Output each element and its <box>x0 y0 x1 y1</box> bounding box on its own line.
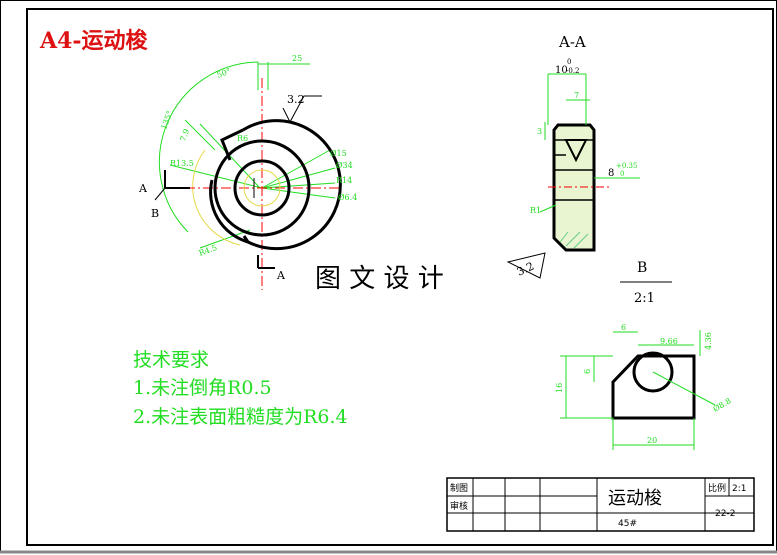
tech-item-2: 2.未注表面粗糙度为R6.4 <box>133 406 348 428</box>
dim-9-66: 9.66 <box>660 337 678 346</box>
dim-7: 7 <box>574 91 579 100</box>
roughness-value: 3.2 <box>287 93 305 106</box>
watermark-text: 图 文 设 计 <box>315 264 444 294</box>
leader-phi-8-8 <box>652 371 716 406</box>
sheet-label: A4-运动梭 <box>39 28 149 54</box>
outer-contour <box>242 119 342 251</box>
tb-drawing-no: 22-2 <box>715 509 735 519</box>
section-body <box>552 123 596 252</box>
section-label-a2: A <box>276 269 286 282</box>
dim-10-tol-low: -0.2 <box>566 67 580 75</box>
roughness-symbol-section <box>506 252 546 279</box>
roughness-value-section: 3.2 <box>515 260 536 279</box>
detail-label: B <box>637 260 647 276</box>
hatch-lines <box>559 231 589 249</box>
leader-line <box>261 149 331 189</box>
dim-16: 16 <box>555 383 564 393</box>
tech-heading: 技术要求 <box>133 349 209 371</box>
leader-line <box>199 229 251 249</box>
leader-line <box>261 182 336 189</box>
detail-outline <box>611 354 696 420</box>
thread-circle <box>243 169 281 207</box>
dim-20: 20 <box>647 436 657 445</box>
inner-bore-circle <box>213 139 311 237</box>
roughness-symbol <box>282 95 322 124</box>
dim-angle-50: 50° <box>216 67 232 80</box>
dim-angle-135: 135° <box>159 109 174 130</box>
section-label-b: B <box>151 207 159 220</box>
dim-8-tol: +0.35 <box>616 162 637 170</box>
section-label-a: A <box>138 182 148 195</box>
construction-arc <box>192 149 241 246</box>
dim-8: 8 <box>608 168 614 179</box>
tb-scale-value: 2:1 <box>732 484 746 494</box>
dim-4-36: 4.36 <box>704 332 713 350</box>
leader-line <box>261 167 336 189</box>
detail-hole <box>632 351 674 393</box>
tb-label-scale: 比例 <box>708 482 726 494</box>
dim-r1: R1 <box>530 206 541 215</box>
tb-part-name: 运动梭 <box>608 488 662 509</box>
dim-6v: 6 <box>583 369 592 374</box>
tech-item-1: 1.未注倒角R0.5 <box>133 377 272 399</box>
tb-material: 45# <box>618 519 637 529</box>
dim-25: 25 <box>292 54 302 63</box>
dim-8-tol2: 0 <box>620 170 624 178</box>
tb-label-drawn: 制图 <box>450 482 468 494</box>
dim-phi15: Ø15 <box>330 149 347 158</box>
detail-scale: 2:1 <box>634 291 655 306</box>
dim-7-9: 7.9 <box>178 128 191 143</box>
hook-contour <box>220 128 244 161</box>
dim-phi-8-8: Ø8.8 <box>712 396 733 413</box>
technical-requirements: 技术要求 1.未注倒角R0.5 2.未注表面粗糙度为R6.4 <box>133 349 348 428</box>
dim-10: 10 <box>555 65 568 76</box>
angle-dimension-arc <box>158 61 259 233</box>
title-block: 制图 审核 运动梭 45# 比例 2:1 22-2 <box>446 477 755 532</box>
section-view-title: A-A <box>558 33 586 51</box>
leader-r1 <box>539 204 557 213</box>
drawing-frame <box>26 8 774 546</box>
inner-hook-contour <box>209 179 249 244</box>
section-arrow-b <box>154 187 166 201</box>
tb-label-checked: 审核 <box>450 500 468 512</box>
dim-phi34: Ø34 <box>336 161 353 170</box>
dim-3: 3 <box>537 127 542 136</box>
section-view-a-a: A-A 10 0 -0.2 7 3 8 +0.35 0 R1 3.2 <box>506 33 640 279</box>
dim-10-tol-up: 0 <box>567 58 571 66</box>
center-hole-circle <box>233 159 291 217</box>
dim-phi6: Ø6.4 <box>338 193 357 202</box>
dim-6: 6 <box>621 323 626 332</box>
leader-line <box>184 119 216 151</box>
front-view: 50° 25 3.2 135° 7.9 R6 R13.5 R4.5 Ø15 Ø3… <box>138 54 357 290</box>
dim-r13-5: R13.5 <box>170 159 194 168</box>
leader-line <box>261 187 336 199</box>
dim-r4-5: R4.5 <box>198 243 219 258</box>
title-block-frame <box>446 477 755 532</box>
detail-view-b: B 2:1 6 9.66 4.36 6 16 20 Ø8.8 <box>555 260 733 450</box>
dim-r6: R6 <box>237 134 248 143</box>
dim-r14: R14 <box>336 176 352 185</box>
